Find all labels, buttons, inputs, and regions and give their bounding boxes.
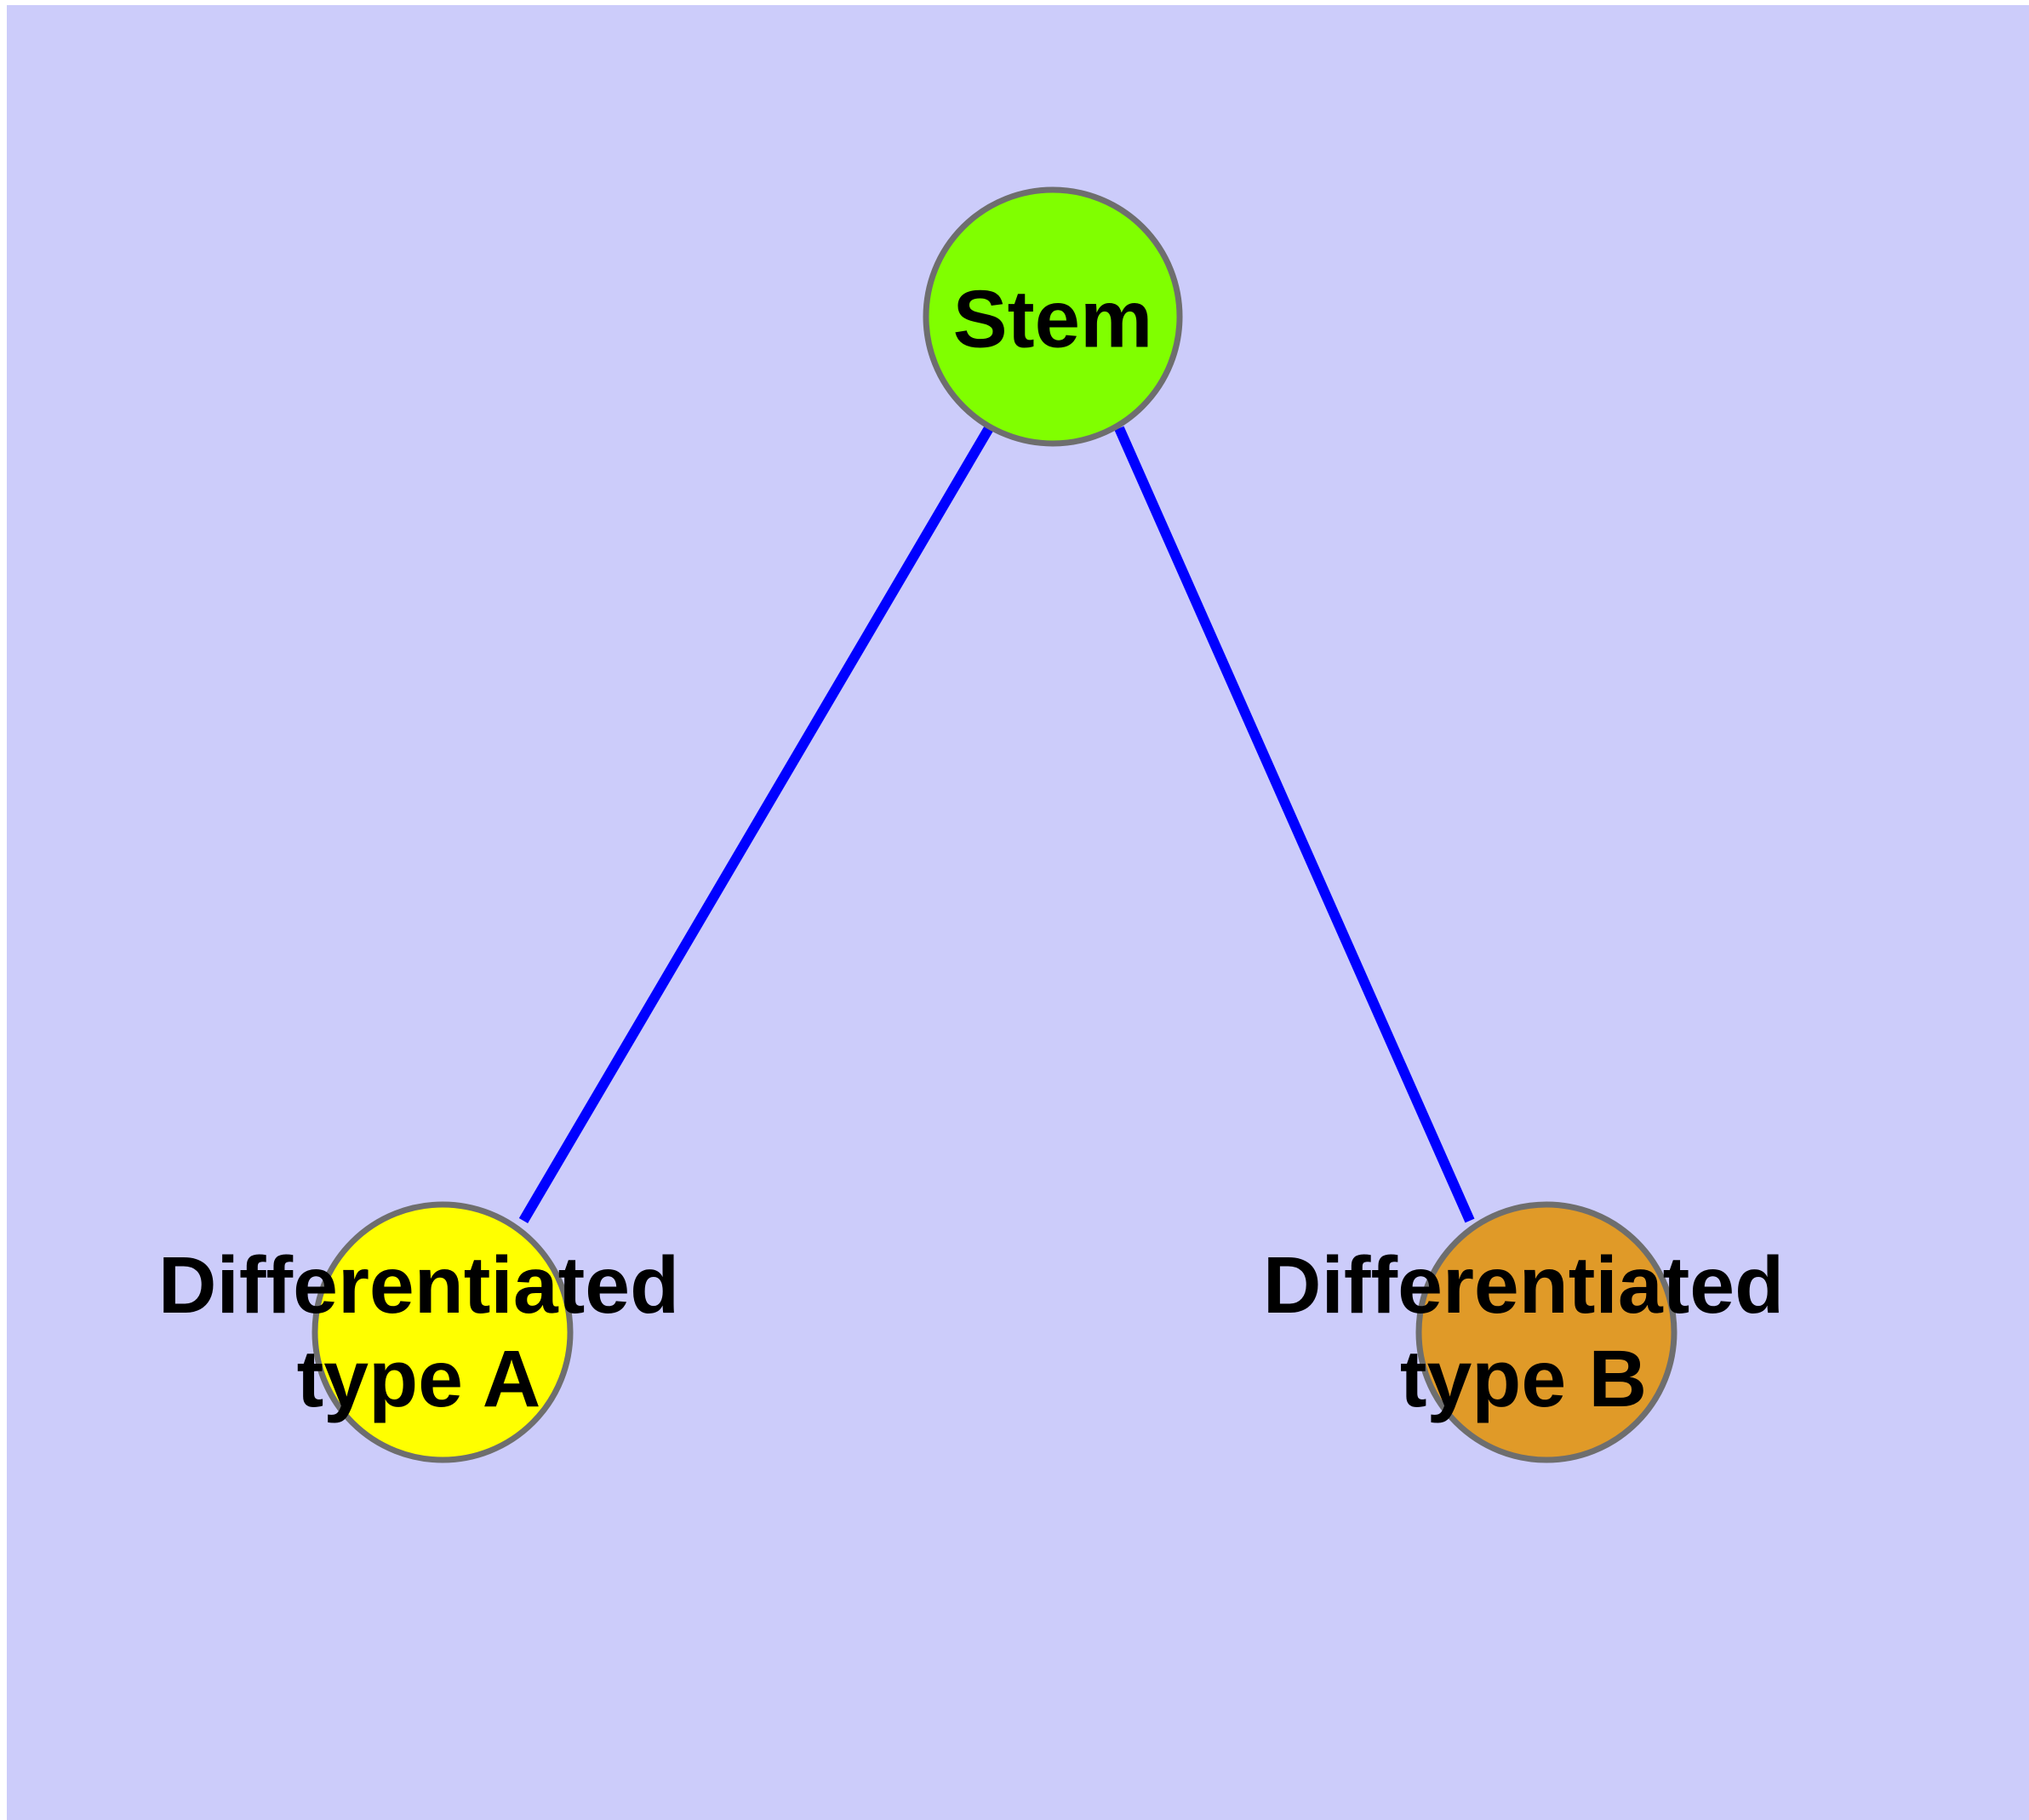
- edge-stem-to-diff-b[interactable]: [1114, 426, 1475, 1223]
- node-stem[interactable]: [923, 186, 1183, 447]
- node-layer: [311, 186, 1677, 1463]
- node-differentiated-type-b[interactable]: [1415, 1201, 1677, 1463]
- edge-layer: [518, 425, 1475, 1224]
- edge-stem-to-diff-a[interactable]: [518, 425, 994, 1224]
- node-differentiated-type-a[interactable]: [311, 1201, 574, 1463]
